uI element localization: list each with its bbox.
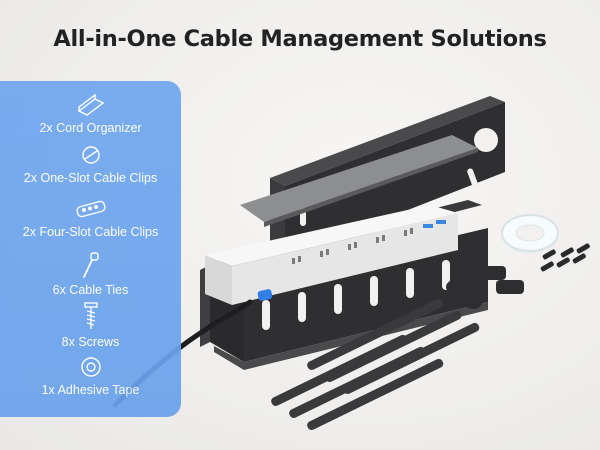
cable-tie-icon	[82, 252, 99, 278]
contents-item-label: 2x Cord Organizer	[39, 121, 142, 135]
contents-item-cord-organizer: 2x Cord Organizer	[0, 93, 181, 135]
contents-item-one-slot-clips: 2x One-Slot Cable Clips	[0, 143, 181, 185]
adhesive-tape-icon	[80, 357, 101, 377]
four-slot-clip-icon	[75, 200, 106, 218]
one-slot-clip-icon	[81, 146, 100, 164]
one-slot-clips	[446, 280, 482, 309]
contents-item-label: 2x One-Slot Cable Clips	[23, 171, 158, 185]
contents-item-screws: 8x Screws	[0, 301, 181, 349]
contents-item-four-slot-clips: 2x Four-Slot Cable Clips	[0, 197, 181, 239]
cord-organizer-icon	[77, 93, 104, 116]
four-slot-clips	[478, 266, 524, 294]
page-title: All-in-One Cable Management Solutions	[53, 26, 547, 52]
contents-item-label: 6x Cable Ties	[52, 283, 129, 297]
power-strip	[205, 205, 458, 305]
contents-item-label: 1x Adhesive Tape	[41, 383, 140, 397]
contents-item-adhesive-tape: 1x Adhesive Tape	[0, 355, 181, 397]
contents-item-label: 8x Screws	[61, 335, 120, 349]
contents-item-label: 2x Four-Slot Cable Clips	[22, 225, 159, 239]
screws	[540, 243, 590, 272]
cable-ties	[271, 298, 480, 431]
contents-item-cable-ties: 6x Cable Ties	[0, 251, 181, 297]
tape-roll	[501, 214, 559, 254]
tray-lid	[240, 135, 478, 227]
screw-icon	[83, 302, 98, 329]
contents-panel: 2x Cord Organizer 2x One-Slot Cable Clip…	[0, 81, 181, 417]
